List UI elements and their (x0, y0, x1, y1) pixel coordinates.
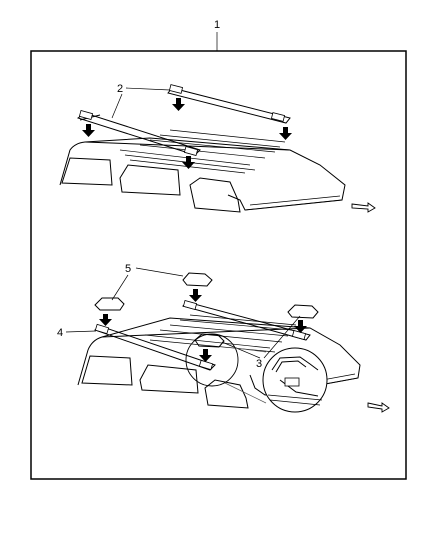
down-arrow-icon (182, 156, 195, 169)
callout-2-label: 2 (117, 83, 123, 95)
callout-3: 3 (221, 315, 301, 370)
callout-2: 2 (111, 83, 171, 119)
crossbar-upper (167, 84, 291, 124)
callout-5-label: 5 (125, 263, 131, 275)
callout-1-label: 1 (214, 19, 220, 31)
down-arrow-icon (294, 320, 307, 333)
vehicle-body-upper (59, 129, 346, 213)
cover-right (287, 304, 319, 319)
down-arrow-icon (172, 98, 185, 111)
down-arrow-icon (189, 289, 202, 302)
magnifier-circle-icon (185, 333, 328, 413)
callout-3-label: 3 (256, 358, 262, 370)
down-arrow-icons-upper (82, 98, 292, 169)
callout-5: 5 (111, 263, 184, 301)
upper-view: 2 (59, 83, 376, 213)
side-rail-lower (93, 300, 311, 371)
cover-top (182, 272, 213, 287)
callout-4-label: 4 (57, 327, 63, 339)
down-arrow-icon (199, 349, 212, 362)
down-arrow-icons-lower (99, 289, 307, 362)
cover-pieces (94, 272, 319, 348)
diagram-frame (30, 50, 407, 480)
cover-middle (194, 333, 225, 348)
lower-view: 5 4 3 (57, 263, 390, 413)
down-arrow-icon (99, 314, 112, 326)
cover-left (94, 297, 125, 311)
side-rail-upper-left (76, 110, 201, 156)
callout-4: 4 (57, 327, 97, 339)
down-arrow-icon (82, 124, 95, 137)
front-direction-arrow-icon-lower (367, 402, 390, 413)
callout-1: 1 (214, 19, 220, 51)
front-direction-arrow-icon (351, 202, 376, 213)
down-arrow-icon (279, 127, 292, 140)
